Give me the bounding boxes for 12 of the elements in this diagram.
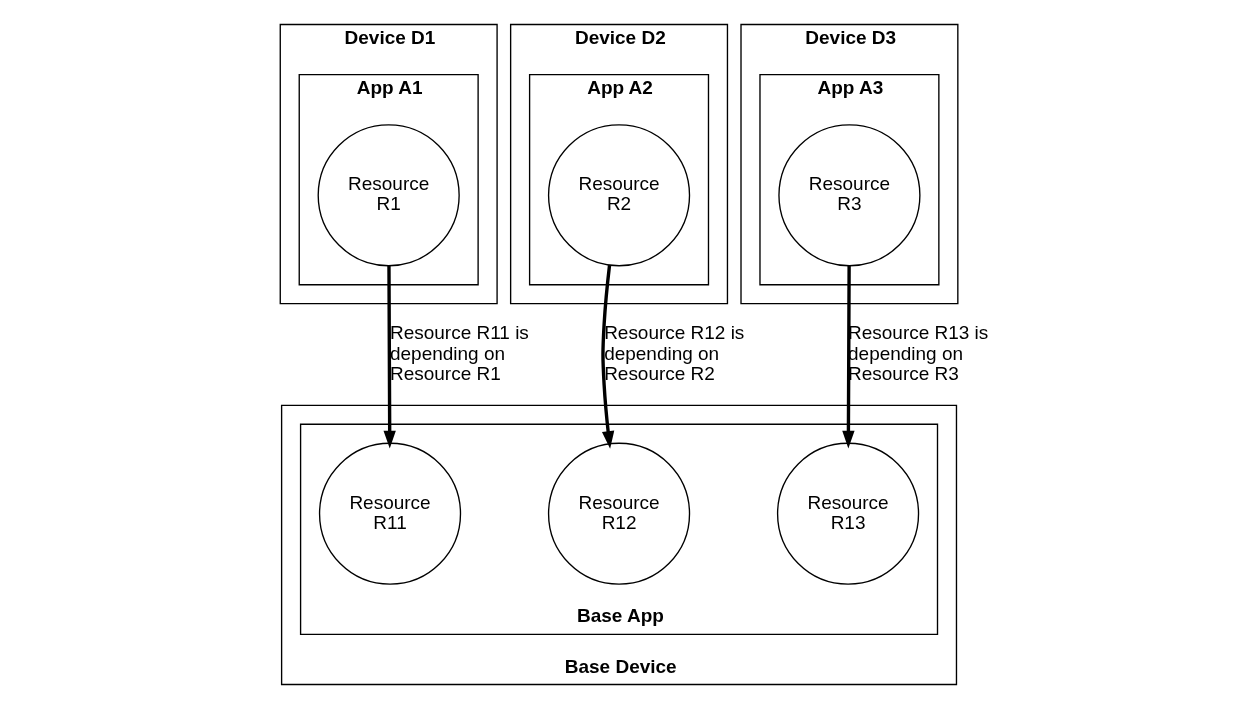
node-circle: Resource R11 <box>318 442 461 585</box>
arrow <box>600 265 614 449</box>
edge-label: Resource R11 is depending on Resource R1 <box>389 322 529 384</box>
edge-label: Resource R12 is depending on Resource R2 <box>603 322 744 384</box>
node-circle: Resource R1 <box>317 124 460 267</box>
node-circle: Resource R3 <box>777 124 921 267</box>
arrow <box>841 265 855 449</box>
node-circle: Resource R13 <box>776 442 919 585</box>
edge-label: Resource R13 is depending on Resource R3 <box>847 322 988 384</box>
node-circle: Resource R12 <box>547 442 690 585</box>
node-circle: Resource R2 <box>547 124 690 267</box>
arrow <box>383 265 396 449</box>
